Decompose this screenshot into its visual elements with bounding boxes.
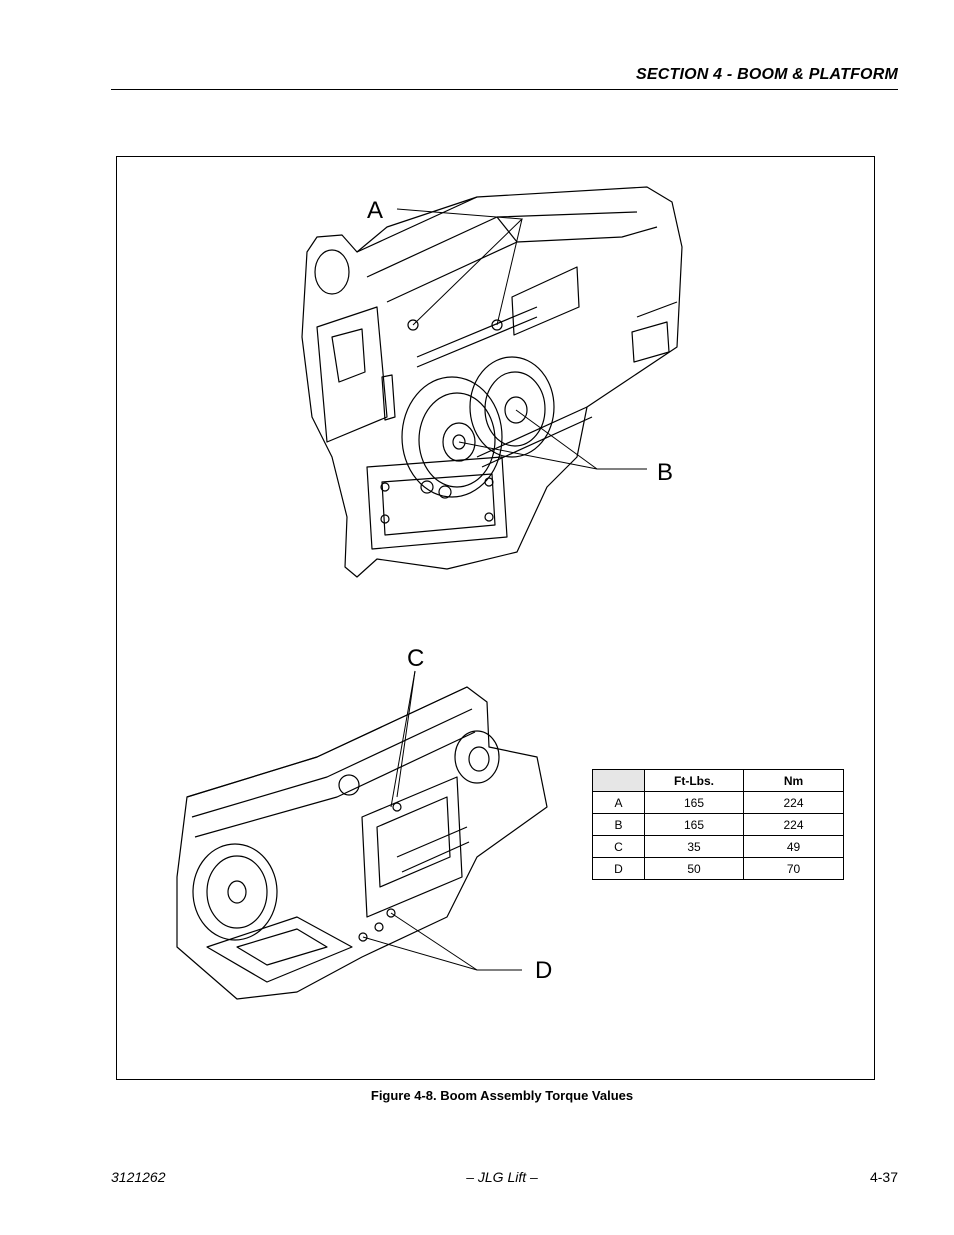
table-cell: 70 xyxy=(743,857,844,880)
table-cell: 35 xyxy=(644,835,744,858)
table-header-cell: Ft-Lbs. xyxy=(644,769,744,792)
footer-page-number: 4-37 xyxy=(869,1169,898,1185)
table-cell: D xyxy=(592,857,645,880)
table-header-row: Ft-Lbs. Nm xyxy=(592,769,844,792)
boom-assembly-drawing xyxy=(176,186,683,1000)
table-row: A 165 224 xyxy=(592,791,844,814)
table-cell: 224 xyxy=(743,813,844,836)
table-cell: 165 xyxy=(644,791,744,814)
callout-b: B xyxy=(657,459,674,486)
table-cell: 50 xyxy=(644,857,744,880)
table-row: D 50 70 xyxy=(592,857,844,880)
table-cell: B xyxy=(592,813,645,836)
callout-a: A xyxy=(367,197,384,224)
table-cell: 165 xyxy=(644,813,744,836)
header-rule xyxy=(111,89,898,90)
callout-c: C xyxy=(407,645,425,672)
footer-brand: – JLG Lift – xyxy=(466,1169,538,1185)
footer-doc-number: 3121262 xyxy=(111,1169,166,1185)
table-cell: 49 xyxy=(743,835,844,858)
figure-frame: A B C D Ft-Lbs. Nm A 165 224 B 165 224 C xyxy=(116,156,875,1080)
callout-d: D xyxy=(535,957,553,984)
table-cell: C xyxy=(592,835,645,858)
table-cell: A xyxy=(592,791,645,814)
table-row: B 165 224 xyxy=(592,813,844,836)
table-row: C 35 49 xyxy=(592,835,844,858)
table-cell: 224 xyxy=(743,791,844,814)
figure-caption: Figure 4-8. Boom Assembly Torque Values xyxy=(370,1088,634,1103)
table-header-cell xyxy=(592,769,645,792)
torque-values-table: Ft-Lbs. Nm A 165 224 B 165 224 C 35 49 D xyxy=(592,769,844,880)
table-header-cell: Nm xyxy=(743,769,844,792)
page-header-title: SECTION 4 - BOOM & PLATFORM xyxy=(636,66,898,83)
